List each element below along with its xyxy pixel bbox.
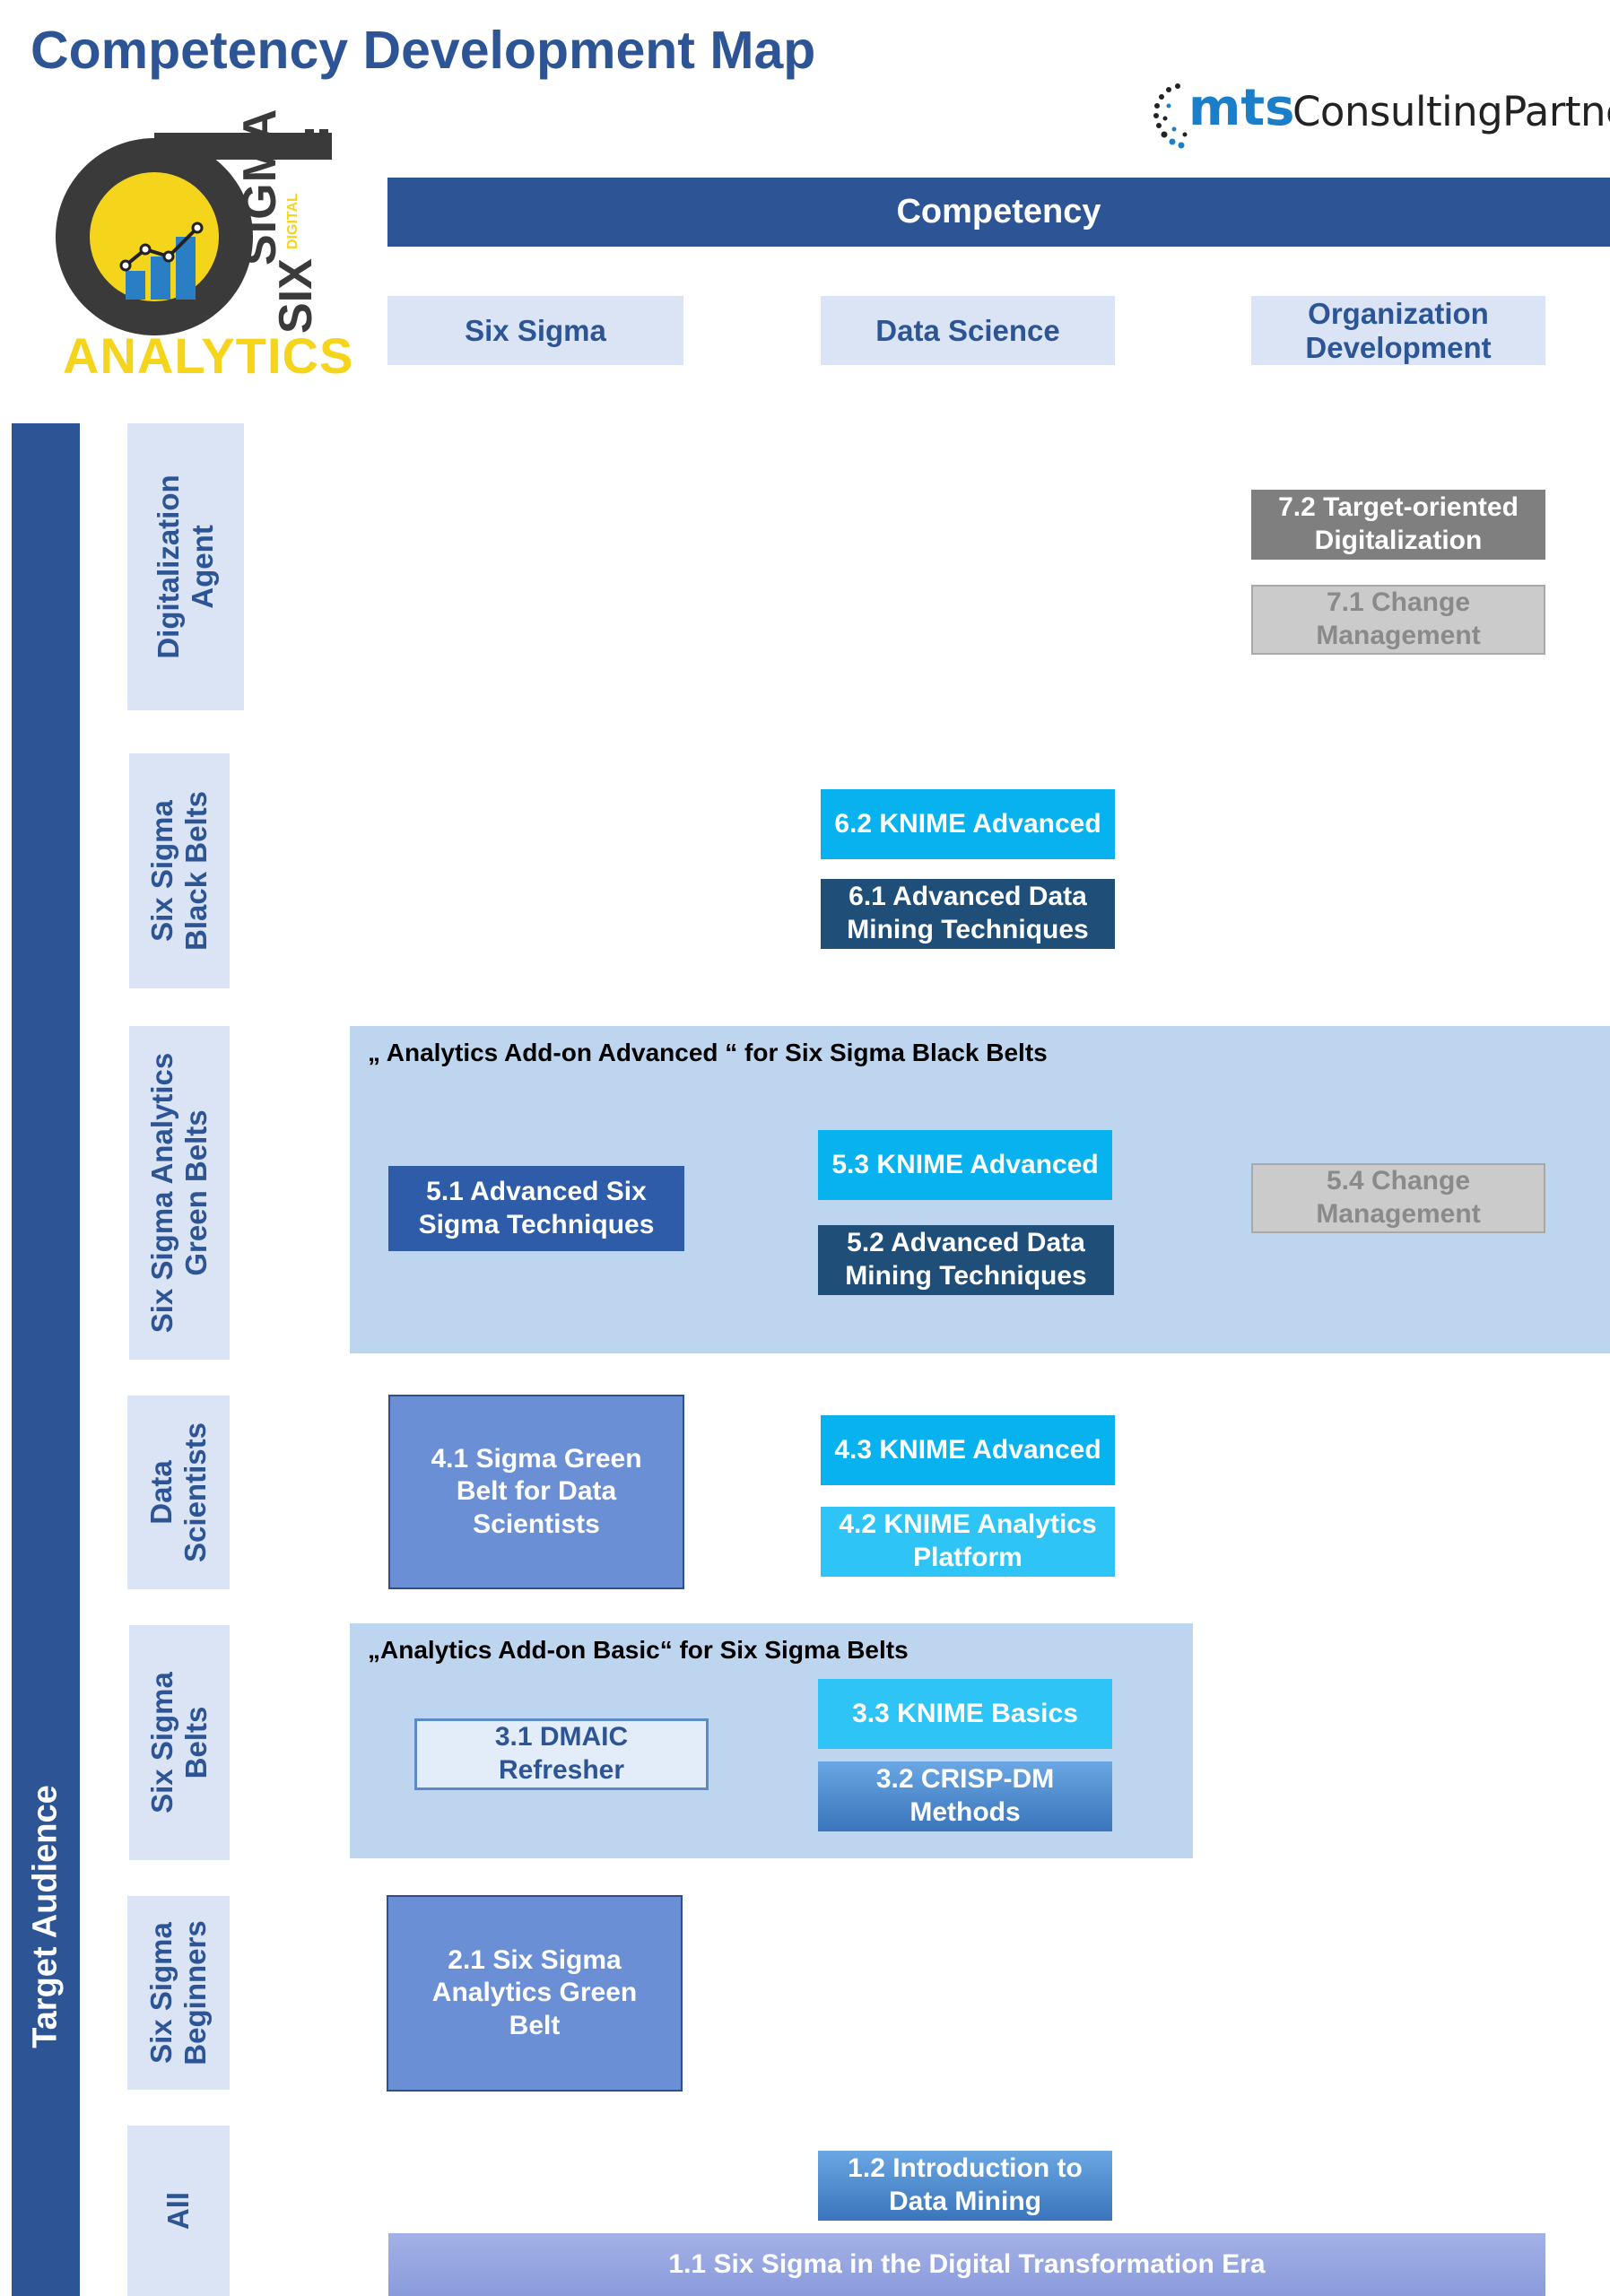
module-5-4[interactable]: 5.4 Change Management [1251,1163,1545,1233]
module-5-2[interactable]: 5.2 Advanced Data Mining Techniques [818,1225,1114,1295]
column-header-data-science: Data Science [821,296,1115,365]
partner-logo: mts ConsultingPartner [1151,79,1610,160]
partner-brand: mts [1188,79,1295,137]
module-3-1[interactable]: 3.1 DMAIC Refresher [414,1718,709,1790]
six-sigma-analytics-logo: SIGMA SIX DIGITAL ANALYTICS [54,109,352,384]
column-header-organization-development: Organization Development [1251,296,1545,365]
row-label-all: All [127,2126,230,2296]
column-header-label: Organization Development [1305,296,1492,364]
page-title: Competency Development Map [30,21,816,80]
row-label-black-belts: Six Sigma Black Belts [129,753,230,988]
partner-name: ConsultingPartner [1292,88,1610,135]
group-label: „Analytics Add-on Basic“ for Six Sigma B… [368,1636,909,1664]
row-label-data-scientists: Data Scientists [127,1396,230,1589]
module-5-1[interactable]: 5.1 Advanced Six Sigma Techniques [388,1166,684,1251]
module-7-2[interactable]: 7.2 Target-oriented Digitalization [1251,490,1545,560]
module-1-2[interactable]: 1.2 Introduction to Data Mining [818,2151,1112,2221]
module-1-1[interactable]: 1.1 Six Sigma in the Digital Transformat… [388,2233,1545,2296]
group-label: „ Analytics Add-on Advanced “ for Six Si… [368,1039,1048,1066]
module-label: 3.1 DMAIC Refresher [494,1722,629,1785]
module-7-1[interactable]: 7.1 Change Management [1251,585,1545,655]
module-label: 3.2 CRISP-DM Methods [875,1764,1055,1827]
row-label-text: Six Sigma Beginners [144,1920,212,2066]
row-label-digitalization-agent: Digitalization Agent [127,423,244,710]
partner-dots-icon [1153,83,1188,149]
module-3-3[interactable]: 3.3 KNIME Basics [818,1679,1112,1749]
module-3-2[interactable]: 3.2 CRISP-DM Methods [818,1761,1112,1831]
row-label-analytics-green-belts: Six Sigma Analytics Green Belts [129,1026,230,1360]
logo-sigma-text: SIGMA [234,108,286,265]
row-label-text: Digitalization Agent [152,474,219,659]
module-5-3[interactable]: 5.3 KNIME Advanced [818,1130,1112,1200]
logo-analytics-text: ANALYTICS [63,327,354,384]
row-label-text: Six Sigma Belts [145,1672,213,1813]
module-2-1[interactable]: 2.1 Six Sigma Analytics Green Belt [387,1895,683,2092]
row-label-beginners: Six Sigma Beginners [127,1896,230,2090]
row-label-text: Six Sigma Black Belts [145,791,213,951]
target-audience-label: Target Audience [26,1785,65,2048]
module-4-1[interactable]: 4.1 Sigma Green Belt for Data Scientists [388,1395,684,1589]
module-label: 4.1 Sigma Green Belt for Data Scientists [431,1443,642,1539]
module-label: 2.1 Six Sigma Analytics Green Belt [431,1944,638,2040]
row-label-text: Six Sigma Analytics Green Belts [145,1052,213,1334]
sigma-logo-icon [56,129,332,335]
row-label-six-sigma-belts: Six Sigma Belts [129,1625,230,1860]
module-6-2[interactable]: 6.2 KNIME Advanced [821,789,1115,859]
row-label-text: All [161,2191,196,2231]
module-6-1[interactable]: 6.1 Advanced Data Mining Techniques [821,879,1115,949]
column-header-six-sigma: Six Sigma [387,296,683,365]
target-audience-axis: Target Audience [12,423,80,2296]
logo-digital-text: DIGITAL [285,193,300,249]
logo-six-text: SIX [270,258,322,334]
module-4-3[interactable]: 4.3 KNIME Advanced [821,1415,1115,1485]
row-label-text: Data Scientists [144,1422,212,1562]
competency-axis-header: Competency [387,178,1610,247]
module-4-2[interactable]: 4.2 KNIME Analytics Platform [821,1507,1115,1577]
